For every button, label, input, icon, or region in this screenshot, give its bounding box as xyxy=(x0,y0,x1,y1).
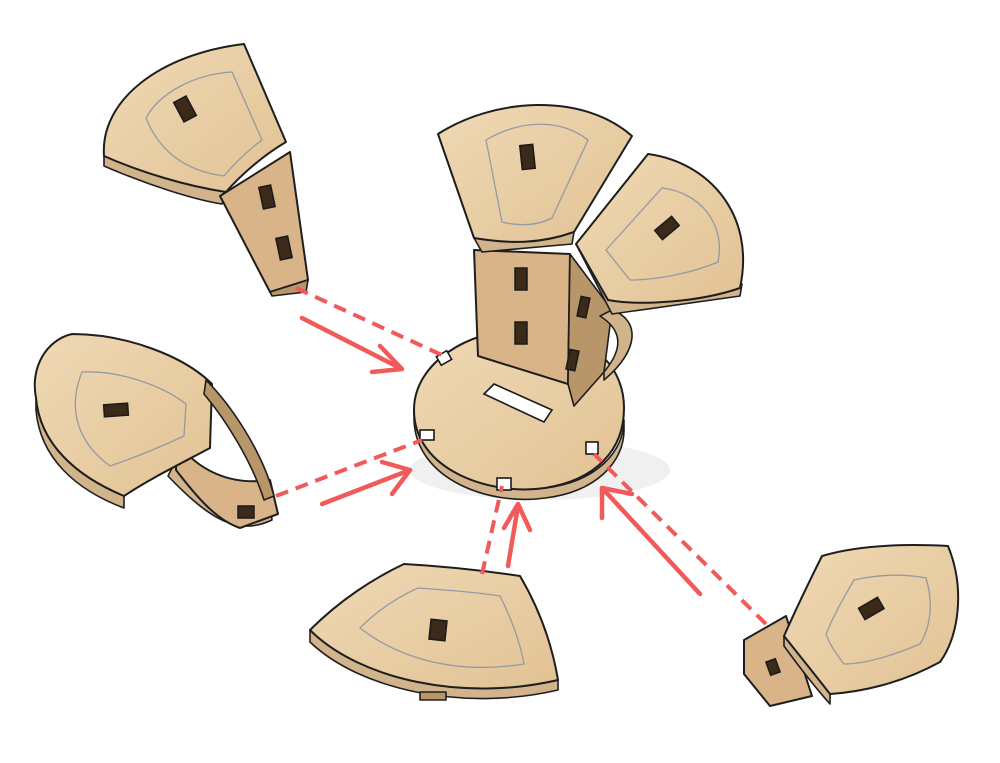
part-bottom xyxy=(309,563,559,701)
guide-line-bottom-right xyxy=(592,452,768,626)
center-side-slot-lower xyxy=(565,348,580,372)
center-assembly xyxy=(410,104,745,501)
part-top-left-seat xyxy=(102,43,287,193)
part-bottom-right-seat xyxy=(783,544,960,695)
center-leg-slot-lower xyxy=(514,321,528,345)
part-left-seat-engrave xyxy=(74,371,187,467)
part-left-leg-notch xyxy=(237,505,255,519)
guide-line-left xyxy=(275,438,423,498)
part-bottom-seat-slot xyxy=(428,618,448,642)
center-side-slot-upper xyxy=(576,295,591,319)
part-bottom-right-seat-slot xyxy=(857,596,886,621)
disc-notch-bottom xyxy=(496,477,512,491)
center-seat-right-slot xyxy=(653,215,681,241)
part-bottom-right-leg xyxy=(743,615,813,707)
center-curved-leg xyxy=(599,309,633,381)
center-seat-right-engrave xyxy=(605,187,720,281)
part-left-seat-slot xyxy=(102,402,130,418)
guide-line-top-left xyxy=(295,286,445,358)
arrow-head-top-left xyxy=(369,343,405,375)
part-top-left-seat-engrave xyxy=(145,71,263,177)
part-left-side-panel xyxy=(203,379,275,501)
part-top-left-leg-slot-lower xyxy=(274,235,294,261)
center-leg-slot-upper xyxy=(514,267,528,291)
arrow-head-bottom-right xyxy=(599,485,635,521)
part-top-left-seat-slot xyxy=(172,94,198,124)
part-bottom-leg-foot xyxy=(419,691,447,701)
part-top-left-leg-slot-upper xyxy=(257,184,277,210)
arrow-shaft-left xyxy=(319,467,413,507)
part-left xyxy=(33,333,279,529)
arrow-head-bottom xyxy=(501,501,533,533)
arrow-shaft-top-left xyxy=(299,315,403,371)
assembly-guides xyxy=(275,286,768,626)
part-bottom-right xyxy=(743,544,960,707)
center-seat-left-engrave xyxy=(485,123,589,226)
guide-line-bottom xyxy=(480,485,504,575)
disc-center-slot xyxy=(482,383,554,424)
center-seat-left-slot xyxy=(518,143,537,171)
part-top-left xyxy=(102,43,309,297)
arrow-shaft-bottom-right xyxy=(601,487,703,597)
part-bottom-right-leg-slot xyxy=(764,657,782,677)
arrow-shaft-bottom xyxy=(505,503,521,569)
disc-notch-right xyxy=(585,441,599,455)
part-bottom-right-seat-engrave xyxy=(825,574,931,665)
disc-notch-left xyxy=(419,429,435,441)
arrow-head-left xyxy=(379,459,413,497)
part-bottom-seat-engrave xyxy=(359,587,525,669)
